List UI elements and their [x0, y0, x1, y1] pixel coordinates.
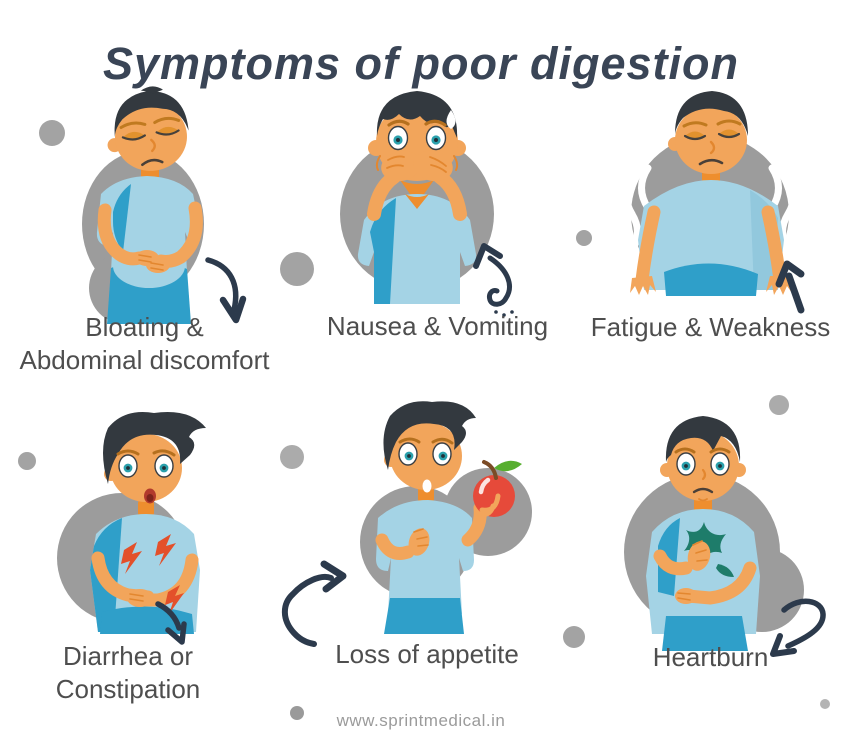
fatigue-figure: [623, 91, 797, 296]
decor-dot: [280, 445, 304, 469]
symptom-label-bloating: Bloating & Abdominal discomfort: [2, 311, 287, 377]
decor-dot: [769, 395, 789, 415]
curved-arrow-up-left-icon: [473, 243, 514, 317]
decor-dot: [820, 699, 830, 709]
curved-arrow-down-icon: [205, 257, 247, 324]
curved-arrow-right-icon: [281, 560, 347, 647]
label-line: Loss of appetite: [335, 639, 519, 669]
label-line: Diarrhea or: [62, 641, 194, 671]
small-arrow-down-right-icon: [155, 601, 187, 645]
symptom-label-loss-of-appetite: Loss of appetite: [307, 638, 547, 671]
symptom-label-fatigue: Fatigue & Weakness: [583, 311, 838, 344]
nausea-figure: [340, 91, 494, 304]
decor-dot: [280, 252, 314, 286]
label-line: Constipation: [55, 674, 201, 704]
curved-arrow-down-left-icon: [770, 598, 826, 657]
symptom-label-nausea: Nausea & Vomiting: [305, 310, 570, 343]
page-title: Symptoms of poor digestion: [102, 38, 739, 90]
decor-dot: [39, 120, 65, 146]
loss-of-appetite-figure: [360, 401, 532, 634]
straight-arrow-up-icon: [775, 260, 805, 314]
heartburn-figure: [624, 416, 804, 651]
label-line: Abdominal discomfort: [19, 345, 270, 375]
bloating-figure: [82, 86, 204, 324]
label-line: Bloating &: [85, 312, 204, 342]
label-line: Heartburn: [652, 642, 769, 672]
decor-dot: [563, 626, 585, 648]
decor-dot: [18, 452, 36, 470]
label-line: Fatigue & Weakness: [590, 312, 831, 342]
symptom-label-diarrhea: Diarrhea or Constipation: [28, 640, 228, 706]
symptom-label-heartburn: Heartburn: [628, 641, 793, 674]
decor-dot: [576, 230, 592, 246]
decor-dot: [290, 706, 304, 720]
label-line: Nausea & Vomiting: [326, 311, 549, 341]
website-url: www.sprintmedical.in: [336, 711, 506, 730]
diarrhea-figure: [57, 412, 206, 634]
